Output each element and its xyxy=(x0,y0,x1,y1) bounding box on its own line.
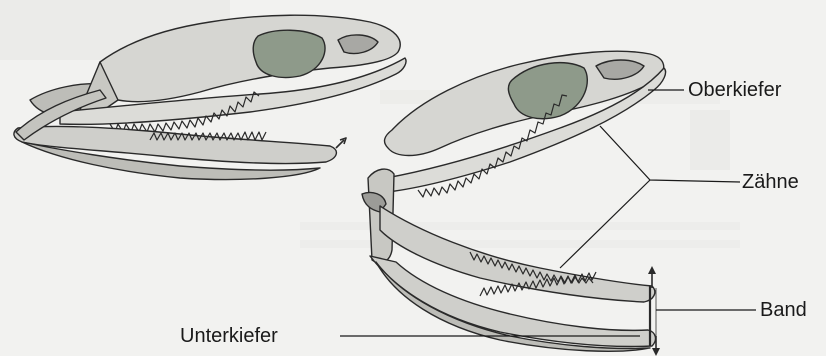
label-oberkiefer: Oberkiefer xyxy=(688,80,781,100)
label-unterkiefer: Unterkiefer xyxy=(180,326,278,346)
lower-jaw-left xyxy=(14,126,336,163)
label-zaehne: Zähne xyxy=(742,172,799,192)
label-band: Band xyxy=(760,300,807,320)
